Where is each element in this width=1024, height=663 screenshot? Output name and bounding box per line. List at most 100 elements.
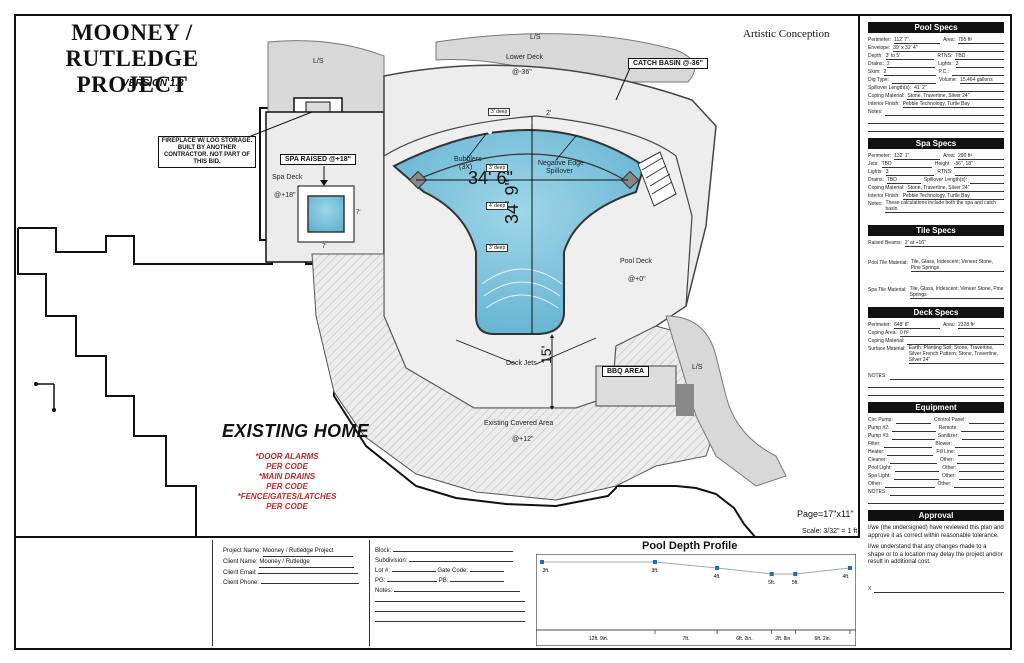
notes-line	[868, 496, 1004, 504]
existing-home-label: EXISTING HOME	[222, 421, 369, 441]
bbq-tag: BBQ AREA	[602, 366, 650, 377]
spec-value: 795 ft²	[958, 36, 1005, 44]
equipment-value	[958, 448, 1004, 456]
segment-length-label: 6ft. 2in.	[736, 636, 752, 642]
spec-value: Stone, Travertine, Silver 24"	[907, 184, 1004, 192]
approval-text-1: I/we (the undersigned) have reviewed thi…	[868, 525, 1004, 539]
pool-deck-label: Pool Deck	[620, 258, 652, 265]
spec-value: 112' 7"	[894, 36, 941, 44]
spec-value: Tile, Glass, Iridescent; Veneer Stone, P…	[909, 286, 1004, 299]
dim-15ft: 15'	[538, 345, 554, 364]
depth-profile-chart: 3ft.3ft.4ft.5ft.5ft.4ft.12ft. 9in.7ft.6f…	[536, 554, 856, 646]
spec-value: 3	[955, 60, 1005, 68]
spec-value: 2328 ft²	[958, 321, 1005, 329]
project-name-value: Mooney / Rutledge Project	[262, 546, 353, 557]
client-email-value[interactable]	[258, 573, 359, 574]
segment-length-label: 7ft.	[683, 636, 690, 642]
segment-length-label: 12ft. 9in.	[589, 636, 608, 642]
equipment-label: Heater:	[868, 449, 885, 455]
spec-value: 2	[883, 68, 936, 76]
lot-value[interactable]	[391, 571, 436, 572]
depth-label: 5ft.	[768, 580, 775, 586]
equipment-label: Pool Light:	[868, 465, 892, 471]
equipment-value	[894, 464, 940, 472]
block-value[interactable]	[393, 551, 514, 552]
notes-line	[868, 380, 1004, 388]
depth-profile-title: Pool Depth Profile	[642, 540, 738, 552]
spec-value: Pebble Technology, Turtle Bay	[902, 192, 1004, 200]
spec-value: Pebble Technology, Turtle Bay	[902, 100, 1004, 108]
equipment-notes-label: NOTES:	[868, 489, 887, 495]
equipment-value	[893, 472, 939, 480]
spec-label: RTNS:	[937, 169, 953, 175]
equipment-value	[960, 424, 1004, 432]
code-note-3: *MAIN DRAINS	[258, 472, 316, 481]
client-phone-value[interactable]	[260, 583, 359, 584]
spec-label: Perimeter:	[868, 322, 892, 328]
equipment-value	[895, 416, 932, 424]
spec-value: 2' at +16"	[904, 239, 1004, 247]
gate-code-value[interactable]	[469, 571, 504, 572]
pg-label: PG:	[375, 578, 386, 584]
depth-point	[715, 566, 720, 570]
pg-value[interactable]	[387, 581, 438, 582]
spec-label: Envelope:	[868, 45, 891, 51]
depth-point	[653, 560, 657, 564]
spec-value: 3' to 5'	[885, 52, 935, 60]
lower-deck-label: Lower Deck	[506, 54, 543, 61]
equipment-value	[884, 480, 935, 488]
equipment-label: Remote:	[938, 425, 958, 431]
equipment-label: Control Panel:	[934, 417, 966, 423]
equipment-value	[956, 456, 1004, 464]
pb-value[interactable]	[450, 581, 505, 582]
spec-value: 41' 2"	[914, 84, 1004, 92]
spa-deck-label: Spa Deck	[272, 174, 303, 181]
depth-tag-1: 3' deep	[488, 108, 511, 116]
approval-section: I/we (the undersigned) have reviewed thi…	[862, 525, 1010, 593]
spec-value	[951, 68, 1004, 76]
spec-label: RTNS:	[937, 53, 953, 59]
equipment-value	[887, 448, 934, 456]
scale-label: Scale: 3/32" = 1 ft	[802, 528, 858, 535]
spec-label: Perimeter:	[868, 37, 892, 43]
code-note-5: *FENCE/GATES/LATCHES	[237, 492, 337, 501]
signature-line[interactable]	[874, 585, 1004, 593]
depth-label: 4ft.	[843, 574, 850, 580]
spec-label: Notes:	[868, 109, 883, 115]
spec-label: Dig Type:	[868, 77, 890, 83]
lower-deck-elev: @-36"	[512, 69, 532, 76]
subdivision-label: Subdivision:	[375, 558, 408, 564]
subdivision-value[interactable]	[409, 561, 514, 562]
equipment-value	[889, 456, 937, 464]
equipment-label: Other:	[868, 481, 882, 487]
notes-value[interactable]	[394, 591, 521, 592]
notes-line	[868, 116, 1004, 124]
spec-value	[885, 108, 1004, 116]
spa-raised-tag: SPA RAISED @+18"	[280, 154, 356, 165]
covered-area-elev: @+12"	[512, 436, 534, 443]
depth-label: 3ft.	[543, 568, 550, 574]
equipment-label: Spa Light:	[868, 473, 891, 479]
spec-value: TBD	[955, 52, 1004, 60]
page-size-label: Page=17"x11"	[797, 509, 854, 519]
equipment-specs: Circ Pump:Control Panel: Pump #2:Remote:…	[862, 416, 1010, 504]
spec-value: Tile, Glass, Iridescent; Veneer Stone, P…	[910, 259, 1004, 272]
approval-text-2: I/we understand that any changes made to…	[868, 544, 1003, 565]
spec-label: Coping Material:	[868, 93, 905, 99]
spillover-label: Spillover	[546, 168, 573, 175]
equipment-label: Cleaner:	[868, 457, 887, 463]
equipment-value	[892, 424, 936, 432]
spec-label: Spillover Length(s):	[868, 85, 912, 91]
spec-value: Earth, Planting Soil; Stone, Travertine,…	[908, 345, 1004, 364]
spec-value: 290 ft²	[958, 152, 1005, 160]
bubblers-count: (3X)	[459, 164, 473, 171]
equipment-label: Other:	[940, 457, 954, 463]
equipment-label: Blower:	[935, 441, 953, 447]
equipment-label: Circ Pump:	[868, 417, 893, 423]
client-name-label: Client Name:	[223, 559, 258, 565]
block-label: Block:	[375, 548, 392, 554]
pool-specs-header: Pool Specs	[868, 22, 1004, 33]
project-title-line2: PROJECT	[76, 72, 188, 97]
deck-specs-header: Deck Specs	[868, 307, 1004, 318]
